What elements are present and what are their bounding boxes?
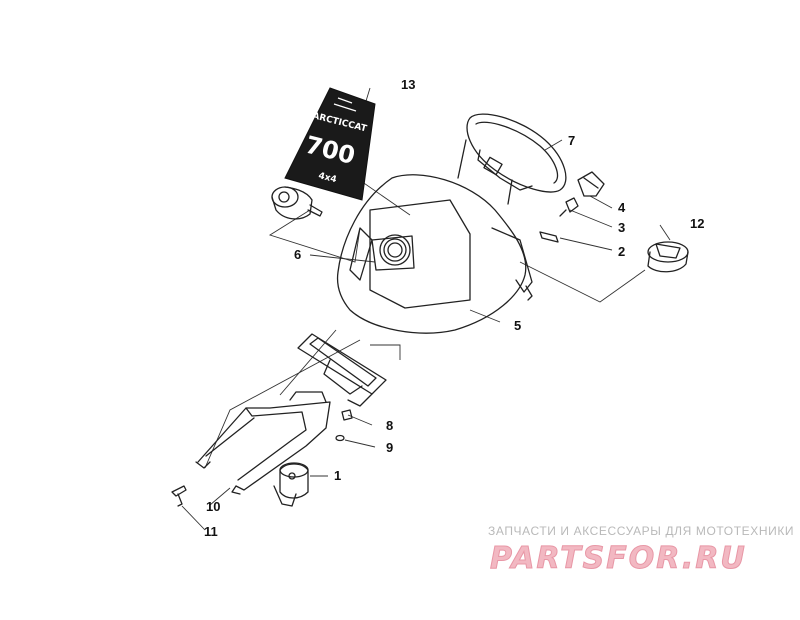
leader-9 [344, 439, 376, 448]
leader-12 [659, 224, 671, 241]
leader-5 [469, 309, 501, 323]
bracket-part-10 [195, 391, 331, 495]
leader-2 [559, 237, 613, 251]
callout-9: 9 [386, 440, 393, 455]
watermark: ЗАПЧАСТИ И АКСЕССУАРЫ ДЛЯ МОТОТЕХНИКИ PA… [488, 524, 794, 577]
callout-5: 5 [514, 318, 521, 333]
leader-3 [569, 209, 613, 228]
leader-12-b [519, 261, 646, 303]
washer-part-9 [335, 434, 345, 442]
callout-1: 1 [334, 468, 341, 483]
gasket-ring [297, 333, 387, 407]
leader-6-b [268, 209, 361, 263]
leader-11-up [204, 339, 361, 469]
leader-10-up [279, 329, 337, 396]
bulb-part-3 [559, 197, 579, 217]
callout-6: 6 [294, 247, 301, 262]
bulb-socket-part-4 [577, 171, 605, 197]
watermark-tagline: ЗАПЧАСТИ И АКСЕССУАРЫ ДЛЯ МОТОТЕХНИКИ [488, 524, 794, 538]
clip-part-2 [539, 231, 559, 243]
leader-11 [181, 505, 206, 531]
key-switch-part-6 [271, 186, 323, 220]
rivet-part-11 [171, 485, 187, 507]
ignition-switch-part-1 [273, 462, 309, 507]
leader-5-b [370, 344, 401, 360]
callout-3: 3 [618, 220, 625, 235]
leader-4 [589, 195, 613, 209]
housing-pod-part-5 [336, 174, 533, 334]
switch-part-12 [647, 241, 689, 273]
callout-12: 12 [690, 216, 704, 231]
callout-8: 8 [386, 418, 393, 433]
leader-7 [544, 139, 563, 151]
speedometer-part-7 [457, 113, 567, 205]
callout-labels: 13 7 4 3 2 12 6 5 8 9 1 10 11 [204, 77, 704, 539]
screw-part-8 [341, 409, 353, 421]
watermark-site-logo: PARTSFOR.RU [490, 541, 747, 576]
callout-10: 10 [206, 499, 220, 514]
callout-7: 7 [568, 133, 575, 148]
leader-lines [181, 87, 671, 531]
callout-11: 11 [204, 524, 218, 539]
callout-13: 13 [401, 77, 415, 92]
decal-part-13: ARCTICCAT 700 4x4 [284, 87, 376, 201]
leader-10 [209, 487, 231, 506]
callout-4: 4 [618, 200, 626, 215]
callout-2: 2 [618, 244, 625, 259]
decal-badge-text: 4x4 [317, 171, 337, 185]
